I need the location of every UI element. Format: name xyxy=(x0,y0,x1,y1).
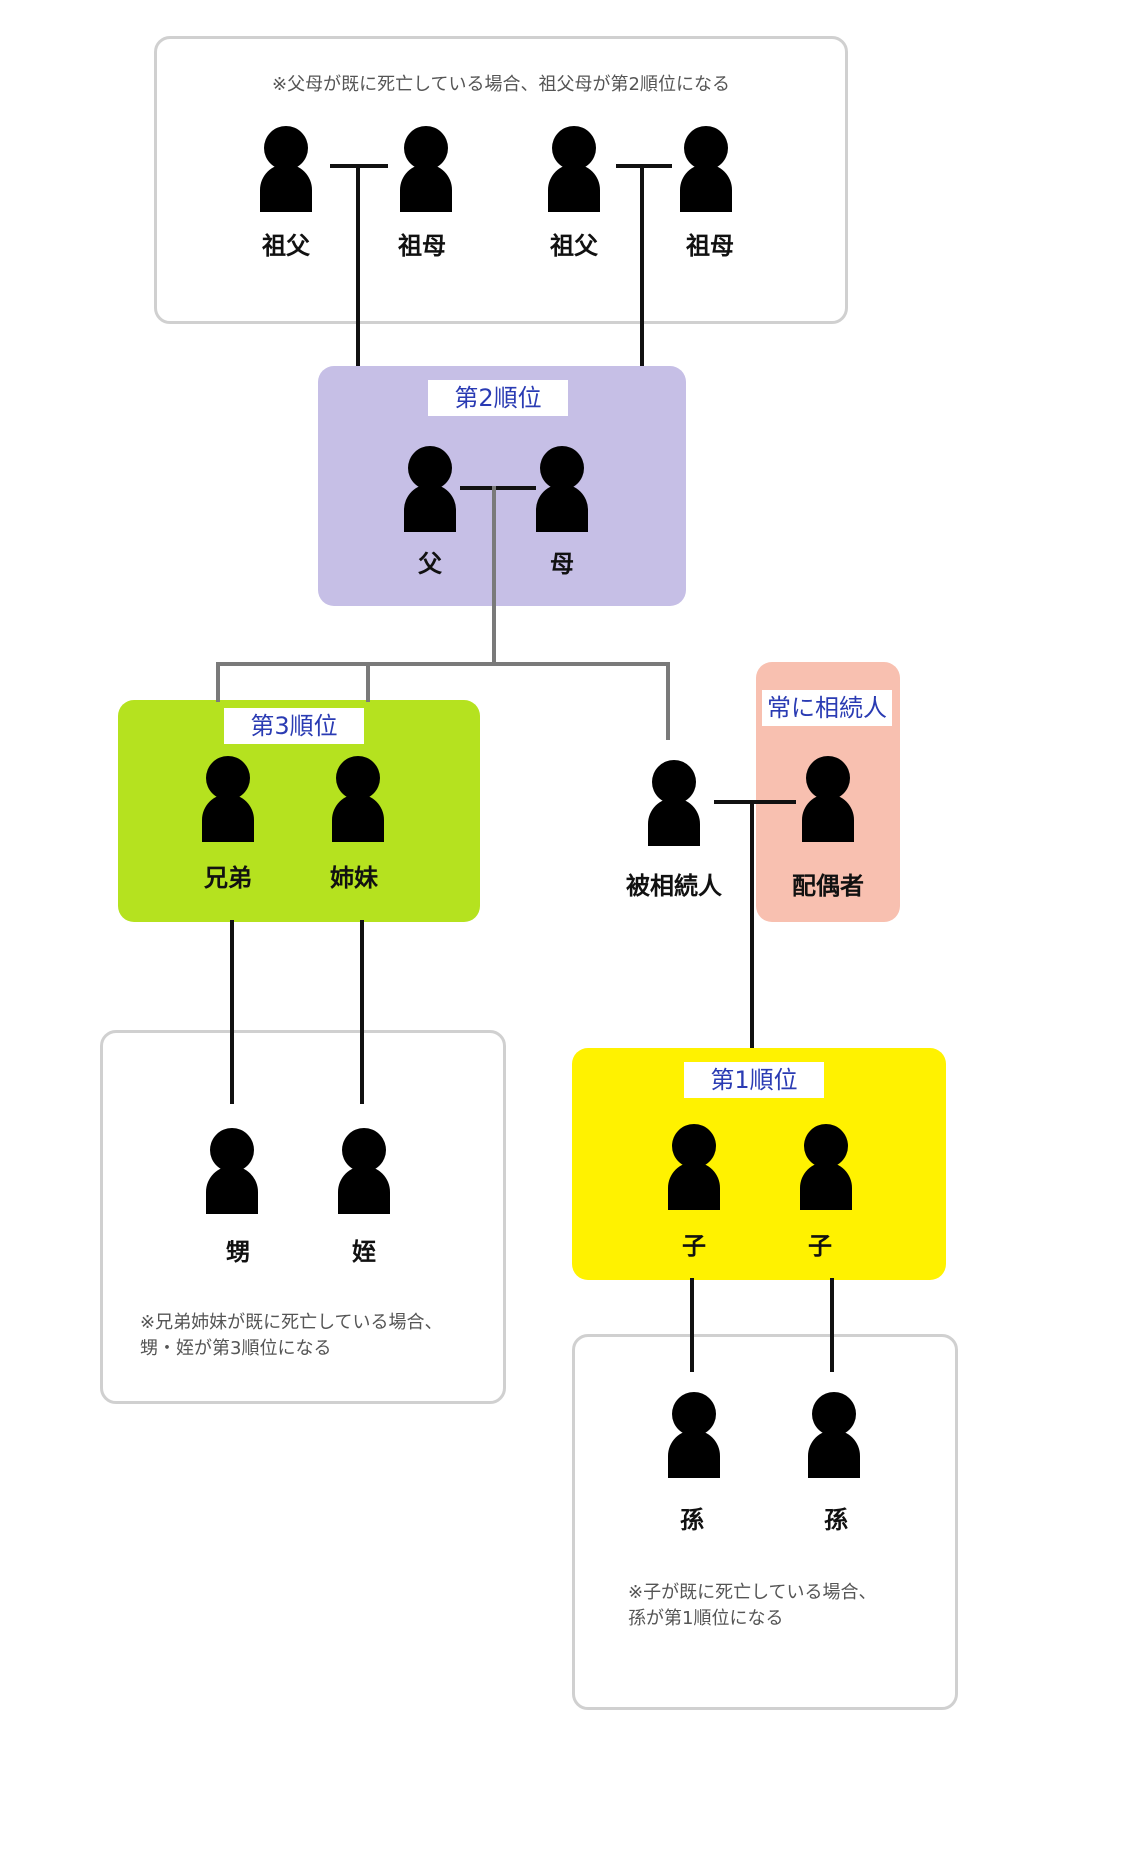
sibling-drop-line-1 xyxy=(216,662,220,702)
grandmother-2-label: 祖母 xyxy=(686,232,734,260)
grandmother-2-person-icon xyxy=(680,126,732,212)
grandparents-1-descent-line xyxy=(356,164,360,366)
niece-label: 姪 xyxy=(352,1238,376,1266)
always-heir-badge: 常に相続人 xyxy=(762,690,892,726)
mother-label: 母 xyxy=(550,550,574,578)
grandparents-2-marriage-line xyxy=(616,164,672,168)
sister-label: 姉妹 xyxy=(330,864,378,892)
grandparents-2-descent-line xyxy=(640,164,644,366)
brother-person-icon xyxy=(202,756,254,842)
decedent-drop-line xyxy=(666,662,670,740)
grandchild-2-person-icon xyxy=(808,1392,860,1478)
nephew-label: 甥 xyxy=(226,1238,250,1266)
sister-person-icon xyxy=(332,756,384,842)
child-2-person-icon xyxy=(800,1124,852,1210)
child-1-person-icon xyxy=(668,1124,720,1210)
grandfather-2-label: 祖父 xyxy=(550,232,598,260)
grandfather-2-person-icon xyxy=(548,126,600,212)
mother-person-icon xyxy=(536,446,588,532)
grandfather-1-person-icon xyxy=(260,126,312,212)
grandchild-1-person-icon xyxy=(668,1392,720,1478)
second-rank-badge: 第2順位 xyxy=(428,380,568,416)
sibling-nephew-line-1 xyxy=(230,920,234,1104)
sibling-nephew-line-2 xyxy=(360,920,364,1104)
first-rank-badge: 第1順位 xyxy=(684,1062,824,1098)
grandparents-note: ※父母が既に死亡している場合、祖父母が第2順位になる xyxy=(272,74,730,95)
parents-marriage-line xyxy=(460,486,536,490)
grandmother-1-person-icon xyxy=(400,126,452,212)
brother-label: 兄弟 xyxy=(204,864,252,892)
grandmother-1-label: 祖母 xyxy=(398,232,446,260)
nephews-note-line-2: 甥・姪が第3順位になる xyxy=(140,1338,332,1359)
parents-descent-line xyxy=(492,486,496,664)
child-grandchild-line-2 xyxy=(830,1278,834,1372)
grandchild-1-label: 孫 xyxy=(680,1506,704,1534)
third-rank-badge: 第3順位 xyxy=(224,708,364,744)
father-person-icon xyxy=(404,446,456,532)
spouse-marriage-line xyxy=(714,800,796,804)
grandchildren-box xyxy=(572,1334,958,1710)
grandchildren-note-line-1: ※子が既に死亡している場合、 xyxy=(628,1582,877,1603)
nephews-note-line-1: ※兄弟姉妹が既に死亡している場合、 xyxy=(140,1312,443,1333)
grandfather-1-label: 祖父 xyxy=(262,232,310,260)
father-label: 父 xyxy=(418,550,442,578)
grandchild-2-label: 孫 xyxy=(824,1506,848,1534)
sibling-drop-line-2 xyxy=(366,662,370,702)
spouse-person-icon xyxy=(802,756,854,842)
decedent-label: 被相続人 xyxy=(626,872,722,900)
child-2-label: 子 xyxy=(808,1232,832,1260)
nephew-person-icon xyxy=(206,1128,258,1214)
niece-person-icon xyxy=(338,1128,390,1214)
grandchildren-note-line-2: 孫が第1順位になる xyxy=(628,1608,784,1629)
decedent-person-icon xyxy=(648,760,700,846)
child-grandchild-line-1 xyxy=(690,1278,694,1372)
children-horizontal-line xyxy=(216,662,670,666)
nephews-box xyxy=(100,1030,506,1404)
child-1-label: 子 xyxy=(682,1232,706,1260)
decedent-children-line xyxy=(750,800,754,1048)
spouse-label: 配偶者 xyxy=(792,872,864,900)
